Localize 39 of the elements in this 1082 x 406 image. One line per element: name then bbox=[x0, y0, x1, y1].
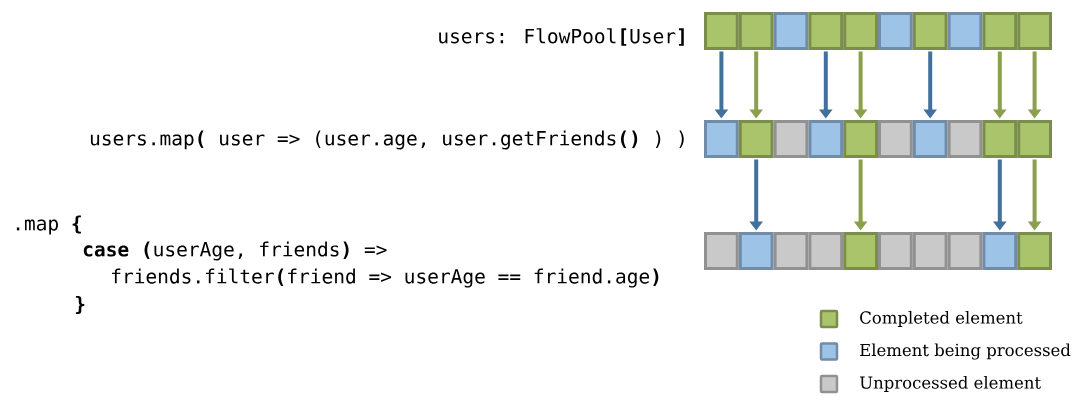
cell bbox=[843, 120, 878, 158]
cell bbox=[773, 232, 809, 270]
cell bbox=[808, 232, 844, 270]
cell bbox=[843, 232, 878, 270]
code-line: friends.filter(friend => userAge == friend.age) bbox=[112, 268, 659, 288]
cell bbox=[1017, 232, 1052, 270]
code-line: } bbox=[75, 296, 85, 314]
cell bbox=[843, 12, 878, 50]
cell bbox=[912, 120, 948, 158]
cell bbox=[947, 232, 983, 270]
cell bbox=[808, 12, 844, 50]
code-line: .map { bbox=[16, 215, 81, 235]
legend-label: Unprocessed element bbox=[859, 376, 1041, 392]
code-line: users.map( user => (user.age, user.getFriends() ) ) bbox=[90, 130, 684, 150]
cell bbox=[982, 120, 1018, 158]
cell bbox=[878, 120, 913, 158]
code-line: case (userAge, friends) => bbox=[83, 241, 387, 261]
cell bbox=[738, 120, 774, 158]
cell bbox=[878, 232, 913, 270]
legend-label: Completed element bbox=[860, 311, 1023, 327]
cell bbox=[704, 232, 739, 270]
cell bbox=[1017, 120, 1052, 158]
cell bbox=[982, 12, 1018, 50]
cell bbox=[738, 232, 774, 270]
cell bbox=[982, 232, 1018, 270]
cell bbox=[738, 12, 774, 50]
cell bbox=[773, 12, 809, 50]
cell bbox=[1017, 12, 1052, 50]
cell bbox=[808, 120, 844, 158]
cell bbox=[912, 12, 948, 50]
cell bbox=[704, 120, 739, 158]
cell bbox=[773, 120, 809, 158]
code-line: users: FlowPool[User] bbox=[439, 28, 684, 46]
cell bbox=[704, 12, 739, 50]
legend-label: Element being processed bbox=[860, 343, 1071, 360]
cell bbox=[947, 120, 983, 158]
cell bbox=[878, 12, 913, 50]
cell bbox=[947, 12, 983, 50]
cell bbox=[912, 232, 948, 270]
